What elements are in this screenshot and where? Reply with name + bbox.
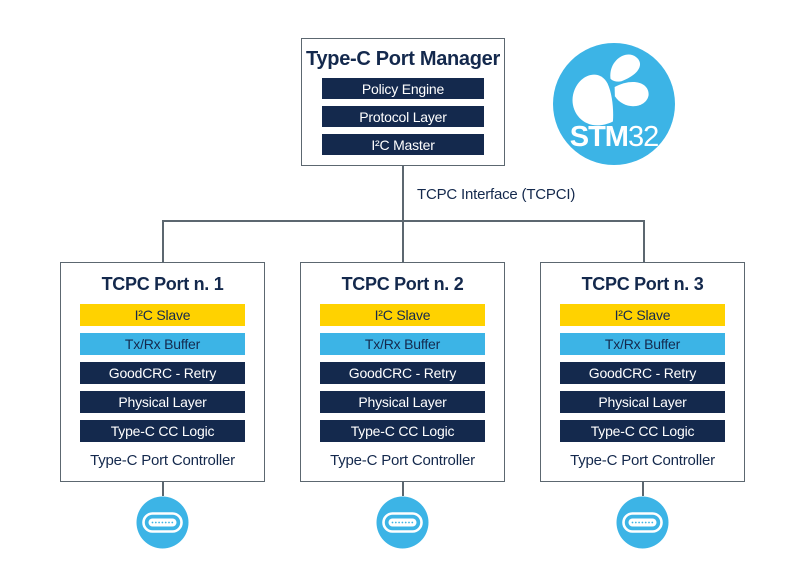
tcpc-port-1-box: TCPC Port n. 1 I²C Slave Tx/Rx Buffer Go…: [60, 262, 265, 482]
stm32-butterfly-icon: [553, 43, 675, 165]
connector-line-port2-usb: [402, 482, 404, 496]
type-c-cc-logic-bar: Type-C CC Logic: [80, 420, 245, 442]
stm32-wordmark-light: 32: [627, 121, 659, 153]
usb-c-connector-icon: [614, 494, 671, 551]
connector-line-manager-down: [402, 166, 404, 262]
goodcrc-retry-bar: GoodCRC - Retry: [320, 362, 485, 384]
port-3-bar-stack: I²C Slave Tx/Rx Buffer GoodCRC - Retry P…: [560, 304, 725, 442]
connector-line-horizontal: [162, 220, 644, 222]
tcpc-port-3-box: TCPC Port n. 3 I²C Slave Tx/Rx Buffer Go…: [540, 262, 745, 482]
i2c-slave-bar: I²C Slave: [80, 304, 245, 326]
type-c-cc-logic-bar: Type-C CC Logic: [320, 420, 485, 442]
connector-line-port1-usb: [162, 482, 164, 496]
i2c-slave-bar: I²C Slave: [320, 304, 485, 326]
port-1-title: TCPC Port n. 1: [101, 274, 224, 294]
connector-line-port3-usb: [642, 482, 644, 496]
type-c-cc-logic-bar: Type-C CC Logic: [560, 420, 725, 442]
physical-layer-bar: Physical Layer: [320, 391, 485, 413]
port-1-bar-stack: I²C Slave Tx/Rx Buffer GoodCRC - Retry P…: [80, 304, 245, 442]
usb-c-connector-icon: [374, 494, 431, 551]
protocol-layer-bar: Protocol Layer: [322, 106, 484, 127]
port-1-footer: Type-C Port Controller: [90, 452, 235, 469]
port-3-footer: Type-C Port Controller: [570, 452, 715, 469]
tx-rx-buffer-bar: Tx/Rx Buffer: [80, 333, 245, 355]
physical-layer-bar: Physical Layer: [560, 391, 725, 413]
connector-line-port3-drop: [643, 220, 645, 262]
i2c-master-bar: I²C Master: [322, 134, 484, 155]
goodcrc-retry-bar: GoodCRC - Retry: [80, 362, 245, 384]
connector-line-port1-drop: [162, 220, 164, 262]
stm32-logo: STM32: [553, 43, 675, 165]
type-c-port-manager-box: Type-C Port Manager Policy Engine Protoc…: [301, 38, 505, 166]
tx-rx-buffer-bar: Tx/Rx Buffer: [320, 333, 485, 355]
port-3-title: TCPC Port n. 3: [581, 274, 704, 294]
port-2-title: TCPC Port n. 2: [341, 274, 464, 294]
manager-bar-stack: Policy Engine Protocol Layer I²C Master: [322, 78, 484, 155]
tcpc-port-2-box: TCPC Port n. 2 I²C Slave Tx/Rx Buffer Go…: [300, 262, 505, 482]
tcpc-interface-label: TCPC Interface (TCPCI): [417, 186, 576, 203]
tx-rx-buffer-bar: Tx/Rx Buffer: [560, 333, 725, 355]
physical-layer-bar: Physical Layer: [80, 391, 245, 413]
port-2-footer: Type-C Port Controller: [330, 452, 475, 469]
i2c-slave-bar: I²C Slave: [560, 304, 725, 326]
goodcrc-retry-bar: GoodCRC - Retry: [560, 362, 725, 384]
policy-engine-bar: Policy Engine: [322, 78, 484, 99]
stm32-wordmark-bold: STM: [569, 121, 629, 153]
manager-title: Type-C Port Manager: [306, 48, 500, 70]
port-2-bar-stack: I²C Slave Tx/Rx Buffer GoodCRC - Retry P…: [320, 304, 485, 442]
usb-c-connector-icon: [134, 494, 191, 551]
stm32-wordmark: STM32: [553, 123, 675, 152]
